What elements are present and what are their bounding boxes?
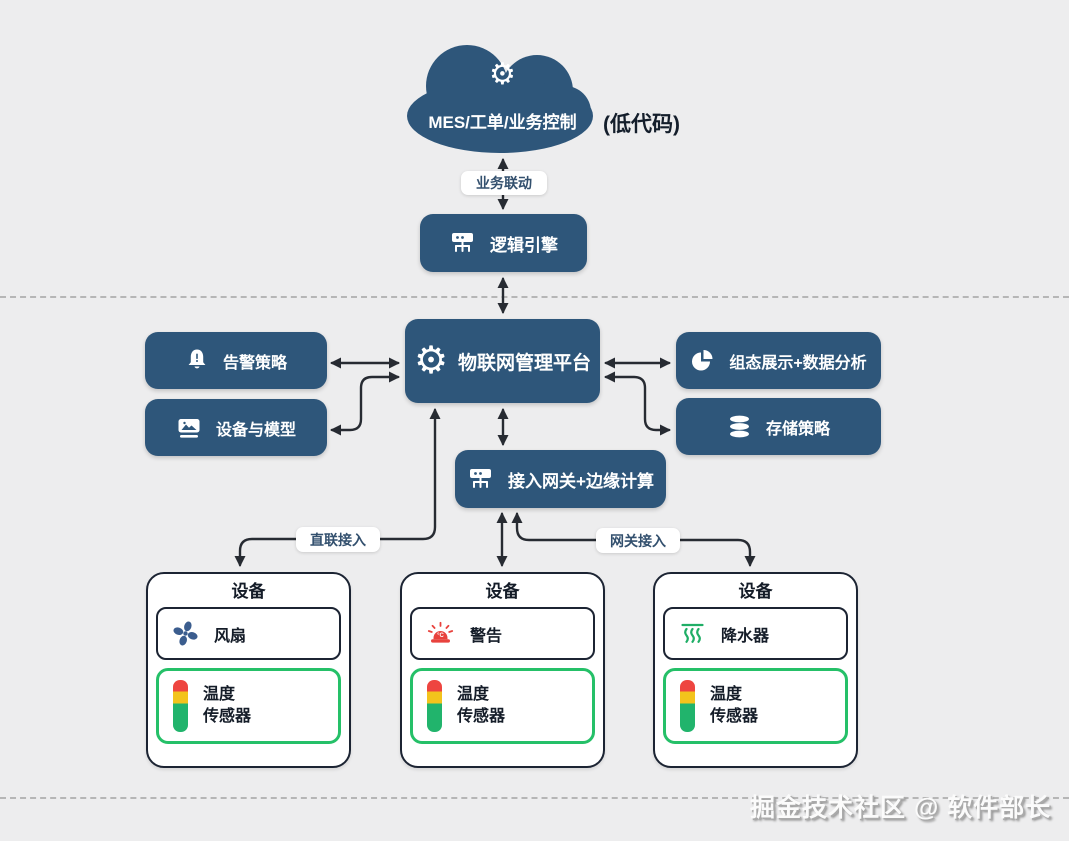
cloud-label: MES/工单/业务控制 xyxy=(428,113,577,132)
device-card-fan: 设备 风扇 温度 传感器 xyxy=(146,572,351,768)
edge-label-direct-access: 直联接入 xyxy=(296,527,380,552)
device-card-alarm: 设备 °C 警告 温度 传感器 xyxy=(400,572,605,768)
top-dashed-divider xyxy=(0,296,1069,298)
fan-icon xyxy=(173,621,198,646)
device-card-title: 设备 xyxy=(738,582,773,601)
node-iot-platform-label: 物联网管理平台 xyxy=(458,352,592,374)
device-actuator-label: 警告 xyxy=(470,627,503,645)
device-card-sprinkler: 设备 降水器 温度 传感器 xyxy=(653,572,858,768)
bottom-dashed-divider xyxy=(0,797,1069,799)
platform-gear-icon: ⚙ xyxy=(413,340,449,382)
device-actuator-sprinkler: 降水器 xyxy=(663,607,848,660)
watermark: 掘金技术社区 @ 软件部长 xyxy=(750,794,1052,822)
device-temperature-sensor: 温度 传感器 xyxy=(156,668,341,744)
device-model-card-icon xyxy=(178,418,200,438)
cloud-mes-node: ⚙ MES/工单/业务控制 xyxy=(405,36,600,155)
node-storage-policy: 存储策略 xyxy=(676,398,881,455)
node-dashboard-analysis: 组态展示+数据分析 xyxy=(676,332,881,389)
device-temperature-sensor: 温度 传感器 xyxy=(410,668,595,744)
node-logic-engine: 逻辑引擎 xyxy=(420,214,587,272)
node-device-model-label: 设备与模型 xyxy=(215,421,296,439)
device-sensor-label: 温度 传感器 xyxy=(203,684,251,727)
node-dashboard-analysis-label: 组态展示+数据分析 xyxy=(729,354,867,372)
node-alert-policy: 告警策略 xyxy=(145,332,327,389)
node-access-gateway: 接入网关+边缘计算 xyxy=(455,450,666,508)
device-actuator-alarm: °C 警告 xyxy=(410,607,595,660)
gateway-network-icon xyxy=(470,469,492,488)
device-sensor-label: 温度 传感器 xyxy=(710,684,758,727)
pie-chart-icon xyxy=(692,350,713,371)
node-iot-platform: ⚙ 物联网管理平台 xyxy=(405,319,600,403)
sprinkler-icon xyxy=(681,623,704,643)
temperature-indicator-icon xyxy=(680,680,695,732)
sensor-label-line2: 传感器 xyxy=(457,708,506,725)
device-temperature-sensor: 温度 传感器 xyxy=(663,668,848,744)
router-network-icon xyxy=(452,233,473,252)
temperature-indicator-icon xyxy=(173,680,188,732)
edge-label-business-link: 业务联动 xyxy=(461,171,547,195)
device-actuator-label: 风扇 xyxy=(214,627,247,645)
sensor-label-line2: 传感器 xyxy=(710,708,759,725)
device-card-title: 设备 xyxy=(485,582,520,601)
node-logic-engine-label: 逻辑引擎 xyxy=(490,235,558,255)
device-card-title: 设备 xyxy=(231,582,266,601)
sensor-label-line1: 温度 xyxy=(710,686,743,704)
node-device-model: 设备与模型 xyxy=(145,399,327,456)
device-actuator-label: 降水器 xyxy=(721,627,770,645)
edge-label-gateway-access: 网关接入 xyxy=(596,528,680,553)
node-storage-policy-label: 存储策略 xyxy=(765,420,830,438)
node-alert-policy-label: 告警策略 xyxy=(222,354,287,372)
sensor-label-line1: 温度 xyxy=(457,686,490,704)
alarm-siren-icon: °C xyxy=(427,621,454,643)
alert-bell-icon xyxy=(188,349,206,369)
sensor-label-line2: 传感器 xyxy=(203,708,252,725)
lowcode-note: (低代码) xyxy=(603,113,680,136)
cloud-shape xyxy=(407,45,593,153)
automation-gear-icon: ⚙ xyxy=(489,58,516,91)
device-actuator-fan: 风扇 xyxy=(156,607,341,660)
sensor-label-line1: 温度 xyxy=(203,686,236,704)
node-access-gateway-label: 接入网关+边缘计算 xyxy=(508,471,654,491)
device-sensor-label: 温度 传感器 xyxy=(457,684,505,727)
database-icon xyxy=(729,415,749,438)
svg-text:°C: °C xyxy=(437,633,444,639)
temperature-indicator-icon xyxy=(427,680,442,732)
